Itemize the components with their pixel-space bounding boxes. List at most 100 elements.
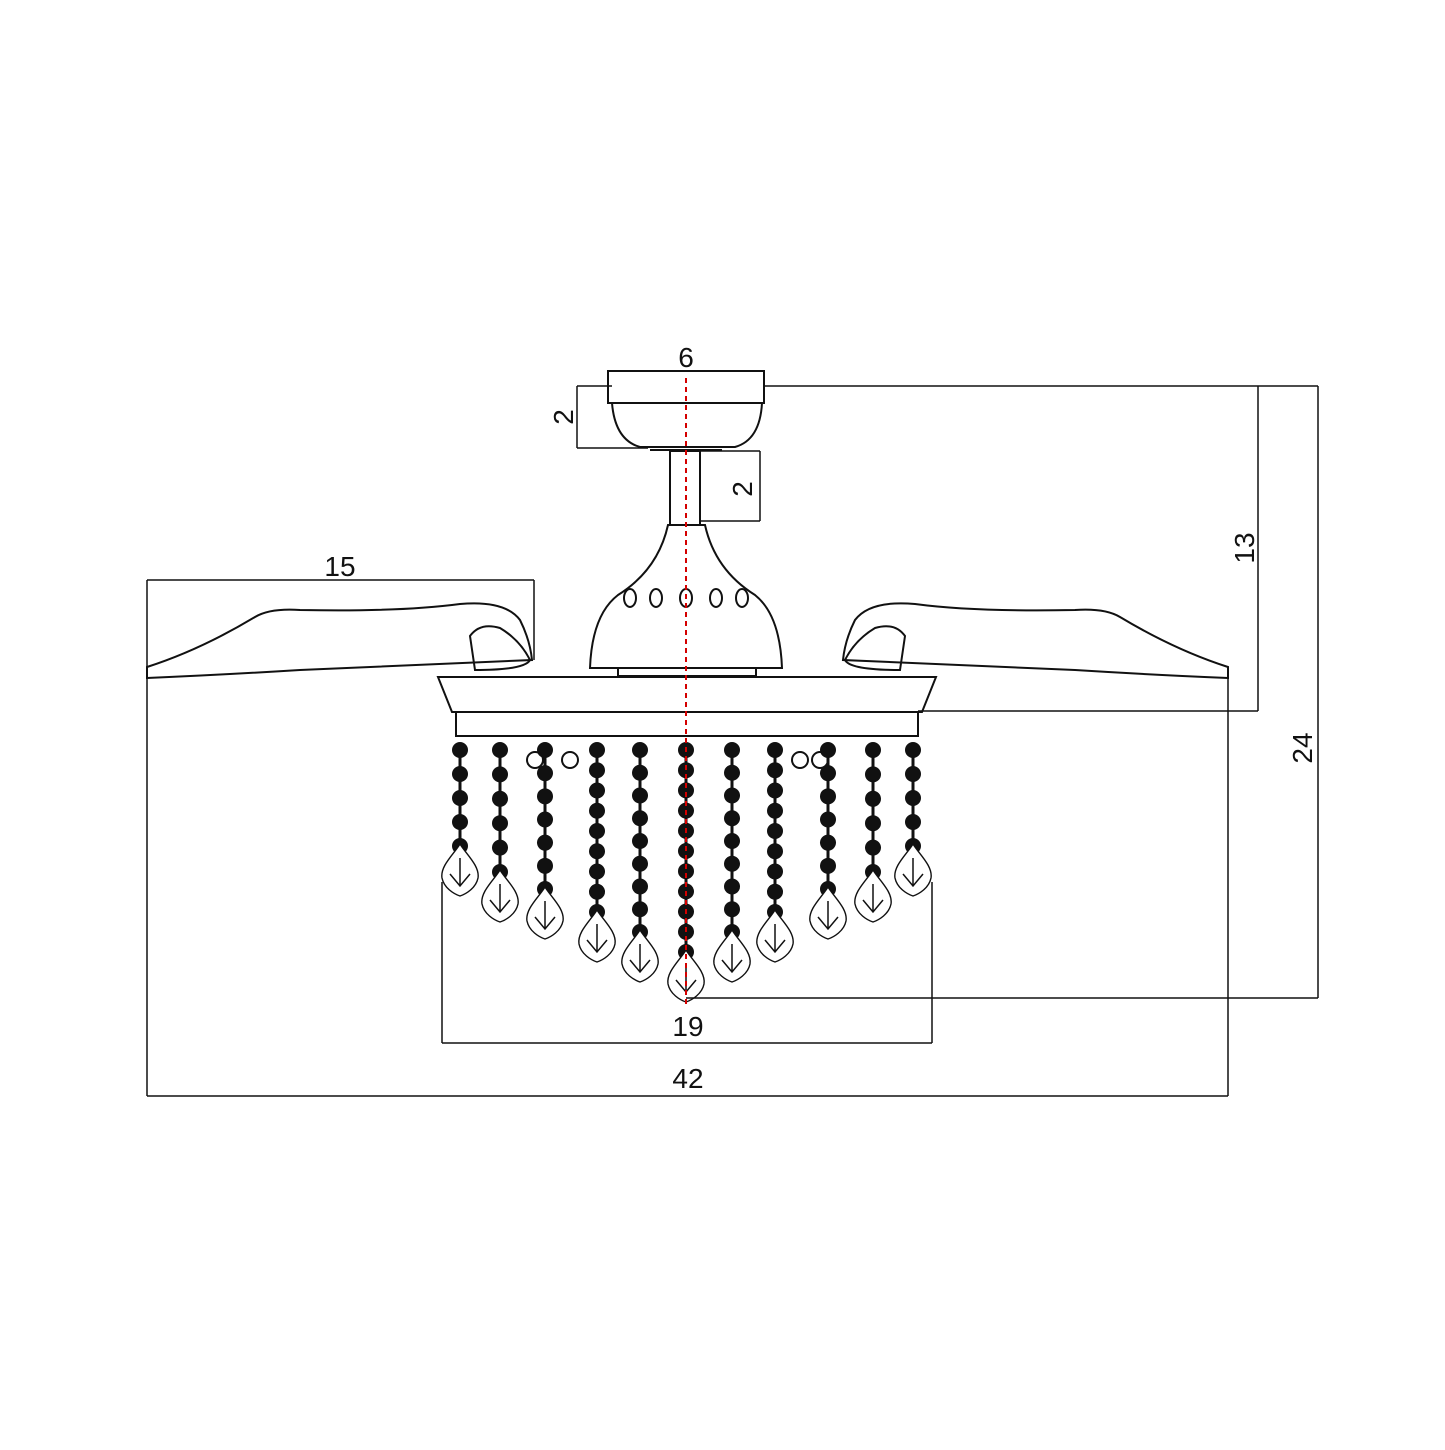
ring-hook — [561, 751, 579, 769]
canopy — [607, 370, 765, 451]
crystal-facet — [534, 901, 556, 931]
bead — [820, 857, 836, 874]
bead — [767, 863, 783, 880]
bead — [492, 839, 508, 856]
bead — [767, 762, 783, 779]
bead — [632, 810, 648, 827]
bead — [632, 901, 648, 918]
bead — [589, 742, 605, 758]
bead — [724, 810, 740, 827]
bead — [865, 742, 881, 758]
bead — [452, 814, 468, 830]
bead — [724, 901, 740, 918]
dim-label-crystal-width: 19 — [672, 1011, 703, 1042]
bead — [865, 839, 881, 856]
bead — [678, 762, 694, 779]
bead — [767, 782, 783, 799]
right-blade — [841, 602, 1229, 680]
bead — [589, 863, 605, 880]
bead — [678, 782, 694, 799]
dimension-crystal-width: 19 — [441, 882, 933, 1044]
bead — [589, 843, 605, 860]
bead — [865, 790, 881, 807]
bead — [724, 742, 740, 758]
crystal-facet — [721, 944, 743, 974]
dim-label-canopy-height: 2 — [548, 409, 579, 425]
bead — [865, 766, 881, 783]
crystal-strand — [526, 742, 564, 940]
bead — [767, 802, 783, 819]
bead — [632, 878, 648, 895]
bead — [537, 788, 553, 805]
bead — [724, 787, 740, 804]
bead — [820, 834, 836, 851]
crystal-strands — [441, 742, 932, 1003]
dimension-canopy-height: 2 — [548, 385, 648, 449]
bead — [632, 833, 648, 849]
dimension-downrod: 2 — [700, 450, 761, 522]
crystal-facet — [817, 901, 839, 931]
crystal-strand — [756, 742, 794, 963]
dim-label-downrod: 2 — [727, 481, 758, 497]
bead — [589, 802, 605, 819]
crystal-facet — [586, 924, 608, 954]
bead — [767, 742, 783, 758]
bead — [452, 790, 468, 806]
bead — [452, 766, 468, 782]
bead — [767, 823, 783, 839]
bead — [589, 782, 605, 799]
dimension-overall-width: 42 — [146, 672, 1229, 1097]
bead — [632, 855, 648, 872]
bead — [452, 742, 468, 758]
bead — [905, 814, 921, 830]
bead — [492, 766, 508, 783]
bead — [724, 764, 740, 781]
ring-hook — [791, 751, 809, 769]
crystal-strand — [578, 742, 616, 963]
bead — [589, 823, 605, 839]
crystal-strand — [894, 742, 932, 897]
crystal-facet — [489, 884, 511, 914]
bead — [537, 834, 553, 851]
bead — [724, 878, 740, 895]
dimension-overall-height: 24 — [686, 386, 1319, 999]
bead — [492, 790, 508, 807]
bead — [865, 815, 881, 832]
bead — [537, 811, 553, 828]
bead — [589, 762, 605, 779]
bead — [492, 815, 508, 832]
bead — [537, 742, 553, 758]
crystal-facet — [862, 884, 884, 914]
crystal-strand — [809, 742, 847, 940]
crystal-facet — [764, 924, 786, 954]
bead — [632, 764, 648, 781]
bead — [537, 765, 553, 782]
crystal-strand — [481, 742, 519, 923]
left-blade — [146, 602, 534, 680]
crystal-facet — [449, 858, 471, 888]
crystal-strand — [713, 742, 751, 983]
bead — [820, 788, 836, 805]
bead — [537, 857, 553, 874]
bead — [820, 742, 836, 758]
crystal-strand — [854, 742, 892, 923]
dimension-ceiling-to-blades: 13 — [764, 385, 1318, 712]
bead — [678, 863, 694, 880]
bead — [905, 790, 921, 806]
bead — [767, 843, 783, 860]
dimension-canopy-width: 6 — [607, 342, 765, 384]
bead — [492, 742, 508, 758]
crystal-facet — [629, 944, 651, 974]
bead — [589, 883, 605, 900]
bead — [767, 883, 783, 900]
bead — [724, 833, 740, 849]
motor-housing — [588, 524, 784, 677]
ring-hook — [811, 751, 829, 769]
bead — [820, 811, 836, 828]
bead — [905, 742, 921, 758]
dim-label-overall-width: 42 — [672, 1063, 703, 1094]
dim-label-ceiling-to-blades: 13 — [1229, 532, 1260, 563]
bead — [632, 787, 648, 804]
